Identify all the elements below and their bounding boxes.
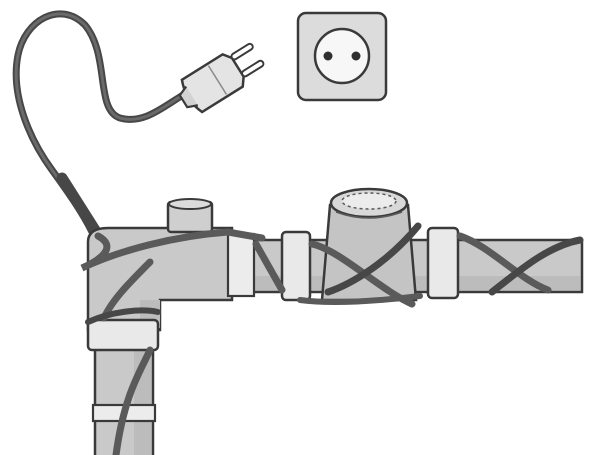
coupling-vertical <box>88 320 158 350</box>
power-cord <box>16 14 188 232</box>
pipe-stub-cap <box>169 199 211 209</box>
tape-band-elbow <box>228 234 254 296</box>
socket-hole-left <box>324 52 333 61</box>
meter-dial <box>342 193 396 209</box>
wall-socket-icon <box>298 13 386 100</box>
socket-hole-right <box>352 52 361 61</box>
coupling-right <box>428 228 458 298</box>
coupling-left <box>282 232 310 300</box>
plug-pin-top <box>230 43 254 61</box>
power-cord-highlight <box>16 14 188 232</box>
plug-pin-bottom <box>241 60 265 78</box>
socket-ring <box>315 29 369 83</box>
plug-icon <box>173 38 268 117</box>
cord-thick-section <box>62 178 100 238</box>
